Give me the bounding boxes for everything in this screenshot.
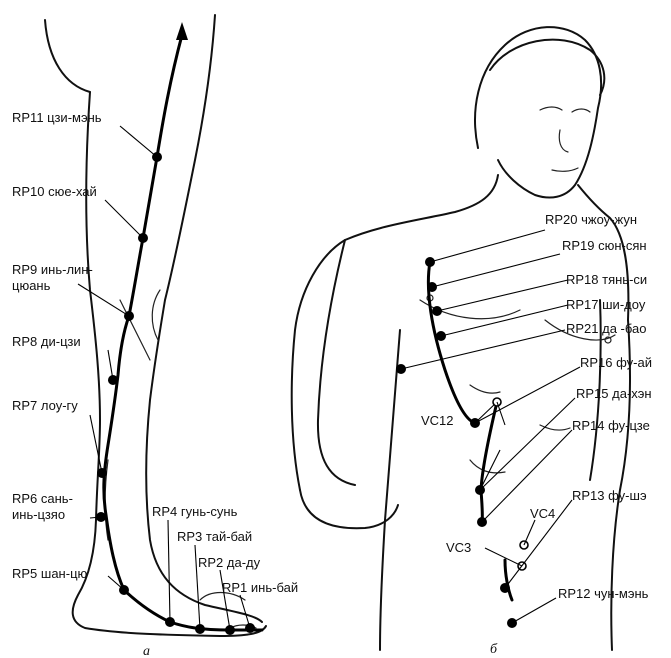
label-rp15: RP15 да-хэн [576, 386, 652, 401]
label-rp12: RP12 чун-мэнь [558, 586, 649, 601]
caption-a: а [143, 644, 150, 658]
label-rp4: RP4 гунь-сунь [152, 504, 238, 519]
leg-figure: RP11 цзи-мэнь RP10 сюе-хай RP9 инь-лин- … [12, 14, 298, 658]
label-rp6-line1: RP6 сань- [12, 491, 73, 506]
label-rp1: RP1 инь-бай [222, 580, 298, 595]
point-rp12 [507, 618, 517, 628]
caption-b: б [490, 642, 498, 657]
label-rp20: RP20 чжоу-жун [545, 212, 637, 227]
label-rp7: RP7 лоу-гу [12, 398, 78, 413]
torso-figure: RP20 чжоу-жун RP19 сюн-сян RP18 тянь-си … [290, 26, 652, 657]
label-vc12: VC12 [421, 413, 454, 428]
label-rp21: RP21 да -бао [566, 321, 647, 336]
label-rp6-line2: инь-цзяо [12, 507, 65, 522]
label-rp13: RP13 фу-шэ [572, 488, 647, 503]
label-rp9-line2: цюань [12, 278, 51, 293]
label-vc3: VC3 [446, 540, 471, 555]
label-rp18: RP18 тянь-си [566, 272, 647, 287]
label-rp11: RP11 цзи-мэнь [12, 110, 102, 125]
label-rp2: RP2 да-ду [198, 555, 261, 570]
label-rp3: RP3 тай-бай [177, 529, 252, 544]
label-vc4: VC4 [530, 506, 555, 521]
label-rp5: RP5 шан-цю [12, 566, 88, 581]
label-rp8: RP8 ди-цзи [12, 334, 81, 349]
label-rp16: RP16 фу-ай [580, 355, 652, 370]
label-rp19: RP19 сюн-сян [562, 238, 647, 253]
label-rp17: RP17 ши-доу [566, 297, 646, 312]
label-rp10: RP10 сюе-хай [12, 184, 97, 199]
label-rp14: RP14 фу-цзе [572, 418, 650, 433]
label-rp9-line1: RP9 инь-лин- [12, 262, 93, 277]
